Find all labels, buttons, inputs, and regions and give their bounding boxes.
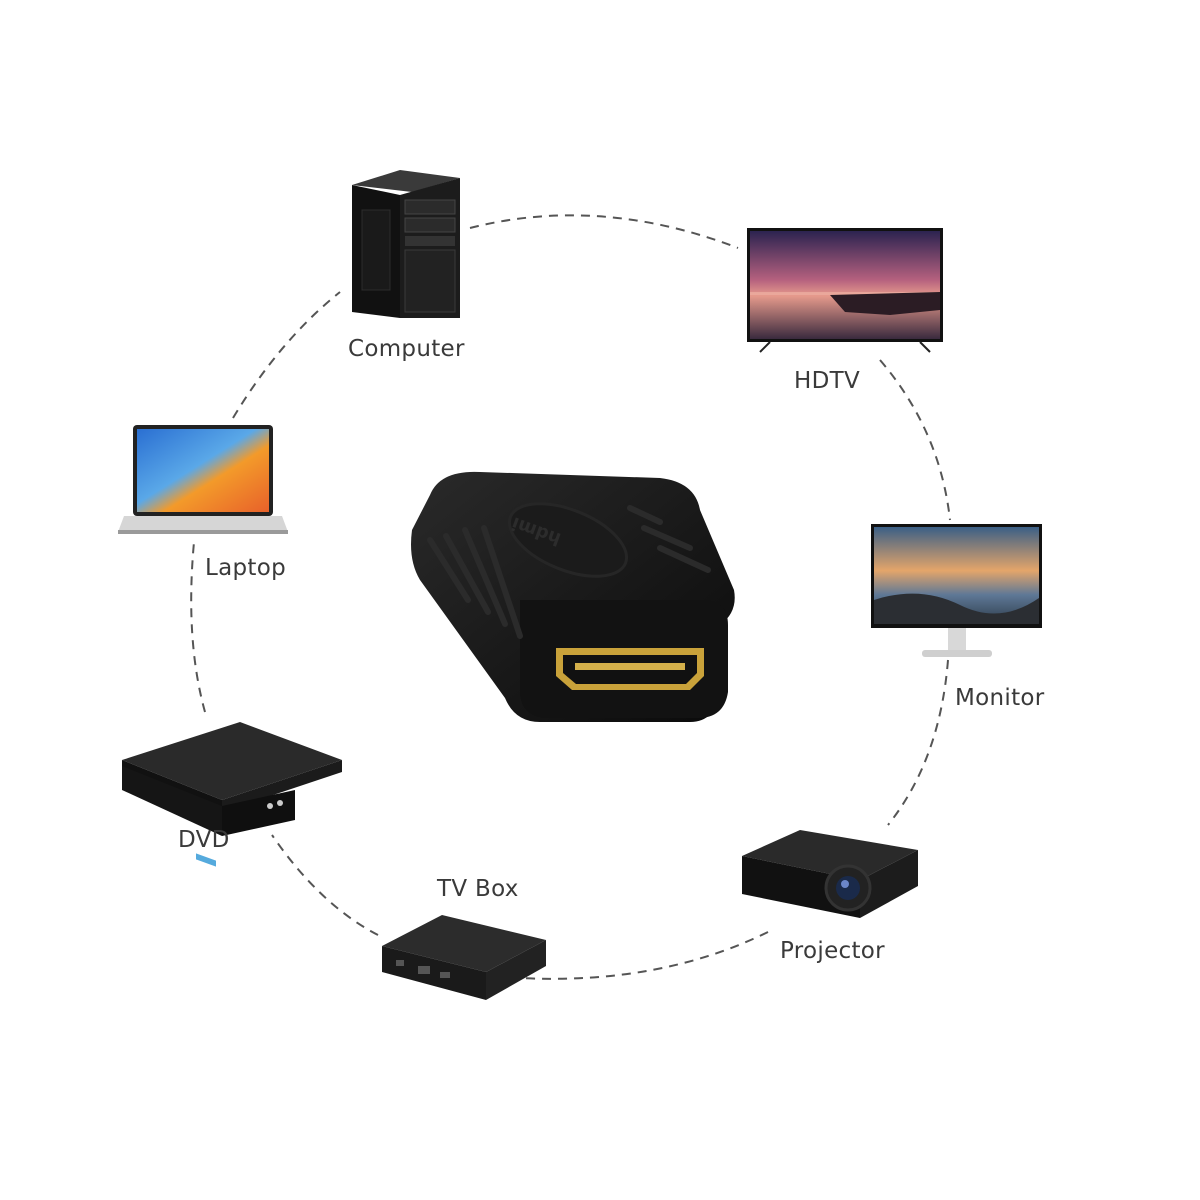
computer-label: Computer <box>348 336 465 362</box>
monitor-label: Monitor <box>955 685 1045 711</box>
tv-box-icon <box>382 915 546 1000</box>
dvd-player-icon <box>122 722 342 867</box>
desktop-tower-icon <box>352 170 460 318</box>
laptop-icon <box>118 425 288 534</box>
monitor-icon <box>871 524 1042 657</box>
hdmi-female-coupler-icon: hdmi <box>411 471 735 722</box>
tv-icon <box>747 228 943 353</box>
projector-icon <box>742 830 918 918</box>
projector-label: Projector <box>780 938 885 964</box>
laptop-label: Laptop <box>205 555 286 581</box>
tvbox-label: TV Box <box>437 876 519 902</box>
hdtv-label: HDTV <box>794 368 860 394</box>
dvd-label: DVD <box>178 827 230 853</box>
